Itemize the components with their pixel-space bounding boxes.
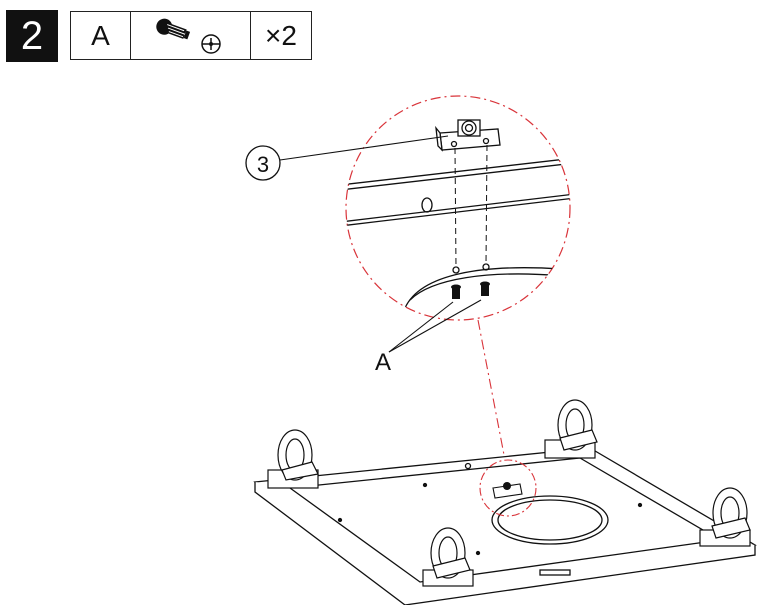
detail-circle <box>345 95 571 321</box>
part-icon-cell <box>131 12 251 59</box>
caster-back-left <box>267 429 319 489</box>
base-frame <box>253 447 757 605</box>
screw-part-left <box>451 284 461 299</box>
base-detail-marker <box>479 459 537 517</box>
step-number-badge: 2 <box>6 10 58 62</box>
callout-a-label: A <box>375 349 391 376</box>
screw-part-right <box>480 281 490 296</box>
callout-a: A <box>375 299 482 376</box>
caster-front-right <box>699 487 751 547</box>
callout-3-label: 3 <box>257 152 269 177</box>
part-label-cell: A <box>71 12 131 59</box>
callout-3: 3 <box>245 135 449 181</box>
screw-icon <box>155 18 221 54</box>
detail-leader-line <box>477 319 506 461</box>
parts-table: A ×2 <box>70 11 312 60</box>
caster-back-right <box>544 399 598 459</box>
part-quantity-cell: ×2 <box>265 19 297 51</box>
bracket-part <box>435 119 501 152</box>
caster-front-left <box>422 527 474 587</box>
detail-view <box>345 95 571 321</box>
